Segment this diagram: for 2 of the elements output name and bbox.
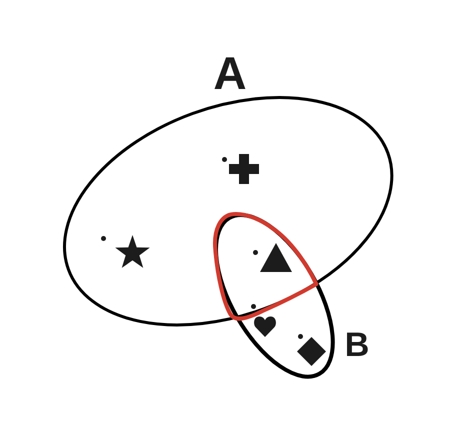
set-label: B [344,328,370,362]
set-label: A [213,50,247,96]
